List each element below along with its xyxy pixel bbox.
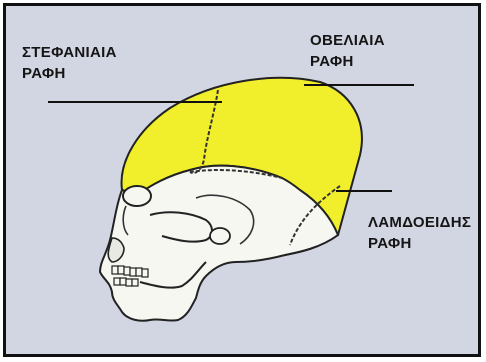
coronal-label-line1: ΣΤΕΦΑΝΙΑΙΑ <box>22 42 117 63</box>
sagittal-suture-label: ΟΒΕΛΙΑΙΑ ΡΑΦΗ <box>310 30 385 72</box>
lambdoid-label-line2: ΡΑΦΗ <box>368 233 471 254</box>
sagittal-label-line1: ΟΒΕΛΙΑΙΑ <box>310 30 385 51</box>
sagittal-label-line2: ΡΑΦΗ <box>310 51 385 72</box>
lambdoid-suture-label: ΛΑΜΔΟΕΙΔΗΣ ΡΑΦΗ <box>368 212 471 254</box>
coronal-suture-label: ΣΤΕΦΑΝΙΑΙΑ ΡΑΦΗ <box>22 42 117 84</box>
lambdoid-label-line1: ΛΑΜΔΟΕΙΔΗΣ <box>368 212 471 233</box>
eye-socket <box>123 186 151 206</box>
coronal-label-line2: ΡΑΦΗ <box>22 63 117 84</box>
